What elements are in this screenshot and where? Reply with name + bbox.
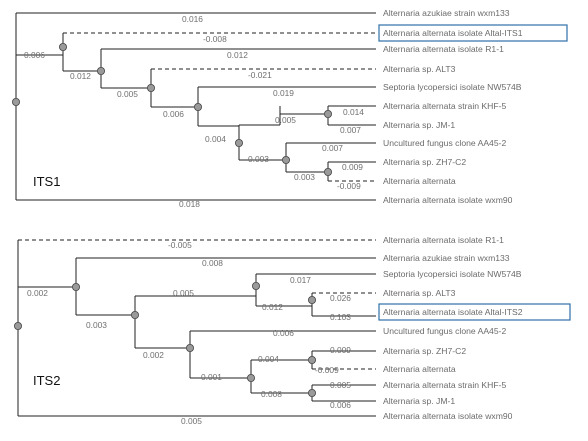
branch-length: 0.012 — [227, 50, 248, 60]
branch-length: 0.003 — [86, 320, 107, 330]
taxon-label-highlighted: Alternaria alternata isolate Altal-ITS1 — [383, 28, 523, 38]
branch-length: 0.005 — [275, 115, 296, 125]
node — [193, 103, 202, 112]
taxon-label: Alternaria alternata — [383, 364, 456, 374]
tree-its1 — [15, 12, 376, 201]
branch-length: 0.006 — [273, 328, 294, 338]
node — [13, 321, 22, 330]
taxon-label: Alternaria alternata isolate wxm90 — [383, 195, 513, 205]
branch-length: 0.103 — [330, 312, 351, 322]
branch-length: 0.002 — [27, 288, 48, 298]
node — [251, 281, 260, 290]
tree-its1-branch-lengths: 0.016 -0.008 0.006 0.012 0.012 -0.021 0.… — [24, 14, 364, 209]
branch-length: -0.005 — [168, 240, 192, 250]
branch-length: 0.018 — [179, 199, 200, 209]
branch-length: 0.008 — [261, 389, 282, 399]
branch-length: 0.017 — [290, 275, 311, 285]
tree-its2-nodes — [13, 281, 316, 397]
branch-length: -0.009 — [337, 181, 361, 191]
taxon-label: Septoria lycopersici isolate NW574B — [383, 269, 522, 279]
taxon-label: Uncultured fungus clone AA45-2 — [383, 326, 506, 336]
node — [323, 167, 332, 176]
taxon-label: Alternaria sp. ALT3 — [383, 64, 456, 74]
taxon-label: Alternaria alternata isolate R1-1 — [383, 235, 504, 245]
node — [234, 138, 243, 147]
taxon-label: Alternaria sp. ALT3 — [383, 288, 456, 298]
branch-length: 0.005 — [181, 416, 202, 426]
tree-its2 — [17, 239, 376, 417]
branch-length: 0.009 — [342, 162, 363, 172]
branch-length: 0.005 — [173, 288, 194, 298]
branch-length: 0.016 — [182, 14, 203, 24]
branch-length: 0.002 — [143, 350, 164, 360]
branch-length: 0.001 — [201, 372, 222, 382]
taxon-label: Alternaria sp. JM-1 — [383, 120, 455, 130]
branch-length: 0.012 — [262, 302, 283, 312]
highlight-box — [378, 303, 571, 321]
branch-length: 0.004 — [258, 354, 279, 364]
branch-length: 0.009 — [330, 345, 351, 355]
branch-length: 0.007 — [322, 143, 343, 153]
branch-length: 0.007 — [340, 125, 361, 135]
branch-length: -0.008 — [203, 34, 227, 44]
node — [281, 155, 290, 164]
tree-its1-taxa: Alternaria azukiae strain wxm133 Alterna… — [378, 8, 568, 205]
node — [307, 388, 316, 397]
node — [246, 373, 255, 382]
node — [185, 343, 194, 352]
taxon-label: Alternaria alternata — [383, 176, 456, 186]
taxon-label: Alternaria alternata strain KHF-5 — [383, 380, 506, 390]
branch-length: -0.021 — [248, 70, 272, 80]
taxon-label: Alternaria alternata isolate wxm90 — [383, 411, 513, 421]
taxon-label: Alternaria sp. ZH7-C2 — [383, 346, 466, 356]
taxon-label: Alternaria sp. ZH7-C2 — [383, 157, 466, 167]
node — [323, 110, 332, 119]
taxon-label: Alternaria sp. JM-1 — [383, 396, 455, 406]
node — [307, 355, 316, 364]
branch-length: 0.005 — [117, 89, 138, 99]
node — [146, 84, 155, 93]
taxon-label: Alternaria azukiae strain wxm133 — [383, 8, 510, 18]
tree-label-its2: ITS2 — [33, 373, 60, 388]
branch-length: -0.009 — [315, 365, 339, 375]
branch-length: 0.006 — [163, 109, 184, 119]
node — [72, 282, 81, 291]
branch-length: 0.006 — [24, 50, 45, 60]
taxon-label: Uncultured fungus clone AA45-2 — [383, 138, 506, 148]
node — [130, 310, 139, 319]
highlight-box — [378, 24, 568, 42]
branch-length: 0.004 — [205, 134, 226, 144]
branch-length: 0.006 — [330, 400, 351, 410]
branch-length: 0.008 — [202, 258, 223, 268]
branch-length: 0.012 — [70, 71, 91, 81]
branch-length: 0.014 — [343, 107, 364, 117]
tree-its1-nodes — [11, 43, 332, 176]
branch-length: 0.019 — [273, 88, 294, 98]
tree-its2-branch-lengths: -0.005 0.008 0.002 0.017 0.005 0.026 0.0… — [27, 240, 351, 426]
taxon-label: Alternaria azukiae strain wxm133 — [383, 253, 510, 263]
branch-length: 0.003 — [294, 172, 315, 182]
branch-length: 0.005 — [330, 380, 351, 390]
taxon-label: Septoria lycopersici isolate NW574B — [383, 82, 522, 92]
taxon-label-highlighted: Alternaria alternata isolate Altal-ITS2 — [383, 307, 523, 317]
taxon-label: Alternaria alternata isolate R1-1 — [383, 44, 504, 54]
branch-length: 0.026 — [330, 293, 351, 303]
branch-length: 0.003 — [248, 154, 269, 164]
tree-its2-taxa: Alternaria alternata isolate R1-1 Altern… — [378, 235, 571, 421]
node — [97, 67, 106, 76]
node — [59, 43, 68, 52]
tree-label-its1: ITS1 — [33, 174, 60, 189]
node — [307, 295, 316, 304]
node — [11, 98, 20, 107]
taxon-label: Alternaria alternata strain KHF-5 — [383, 101, 506, 111]
